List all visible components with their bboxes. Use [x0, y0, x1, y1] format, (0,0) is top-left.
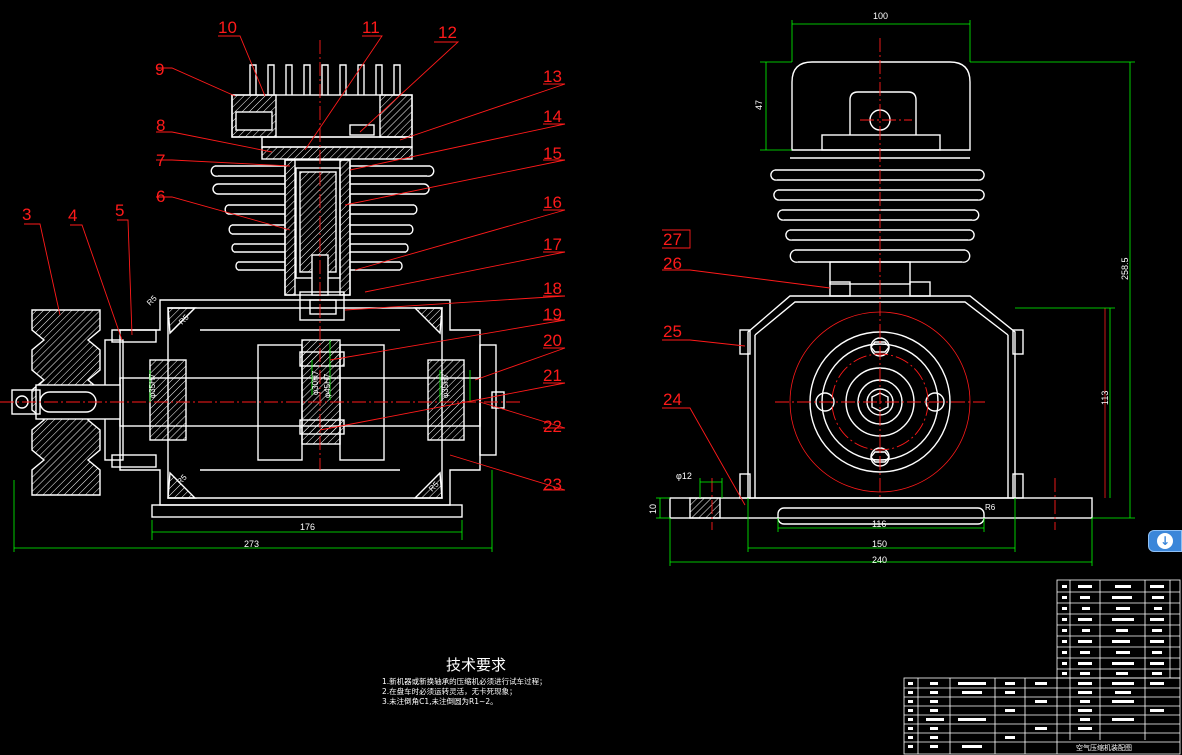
svg-text:240: 240 — [872, 555, 887, 565]
notes-line-3: 3.未注倒角C1,未注倒圆为R1~2。 — [382, 696, 498, 706]
svg-text:20: 20 — [543, 331, 562, 350]
dimensions-right — [656, 20, 1135, 566]
notes-line-1: 1.新机器或新换轴承的压缩机必须进行试车过程； — [382, 676, 547, 686]
centerlines-left — [0, 40, 520, 470]
technical-notes: 技术要求 1.新机器或新换轴承的压缩机必须进行试车过程； 2.在盘车时必须运转灵… — [382, 656, 547, 706]
svg-text:16: 16 — [543, 193, 562, 212]
svg-text:6: 6 — [156, 187, 165, 206]
leader-lines-left — [24, 35, 566, 491]
svg-text:11: 11 — [362, 18, 380, 37]
side-view — [669, 61, 1093, 525]
svg-text:14: 14 — [543, 107, 562, 126]
svg-text:R5: R5 — [145, 293, 159, 307]
svg-text:4: 4 — [68, 206, 77, 225]
svg-text:26: 26 — [663, 254, 682, 273]
svg-text:100: 100 — [873, 11, 888, 21]
svg-text:258.5: 258.5 — [1120, 257, 1130, 280]
svg-text:13: 13 — [543, 67, 562, 86]
svg-text:116: 116 — [872, 519, 886, 529]
svg-text:176: 176 — [300, 522, 315, 532]
front-section-view — [11, 64, 505, 518]
svg-text:113: 113 — [1100, 391, 1110, 405]
svg-text:22: 22 — [543, 417, 562, 436]
svg-text:5: 5 — [115, 201, 124, 220]
svg-text:18: 18 — [543, 279, 562, 298]
part-numbers-left: 10 11 12 9 13 8 14 7 15 6 16 3 4 5 17 18… — [22, 18, 562, 494]
dimensions-left — [13, 340, 493, 552]
cylinder-fins — [210, 165, 435, 271]
svg-text:φ35H7: φ35H7 — [441, 373, 450, 398]
leader-lines-right — [662, 229, 831, 506]
svg-text:R6: R6 — [985, 503, 996, 512]
svg-text:17: 17 — [543, 235, 562, 254]
svg-text:φ35H7: φ35H7 — [148, 373, 157, 398]
svg-text:19: 19 — [543, 305, 562, 324]
drawing-title: 空气压缩机装配图 — [1076, 743, 1132, 752]
svg-text:7: 7 — [156, 151, 165, 170]
part-numbers-right: 27 26 25 24 — [663, 230, 682, 409]
dimension-text-left: 176 273 φ30H7 φ45H7 φ35H7 φ35H7 R5 R5 R5… — [145, 293, 450, 549]
dimension-text-right: 100 47 258.5 113 φ12 10 116 150 240 R6 — [648, 11, 1130, 565]
svg-text:21: 21 — [543, 366, 562, 385]
svg-text:47: 47 — [754, 100, 764, 110]
svg-text:8: 8 — [156, 116, 165, 135]
red-outline-right — [789, 308, 1106, 498]
notes-title: 技术要求 — [446, 656, 506, 674]
scroll-down-button[interactable]: ↓ — [1148, 530, 1182, 552]
svg-text:φ30H7: φ30H7 — [311, 370, 320, 395]
parts-list-cells — [908, 585, 1164, 748]
svg-text:3: 3 — [22, 205, 31, 224]
svg-text:273: 273 — [244, 539, 259, 549]
svg-text:10: 10 — [648, 504, 658, 514]
svg-text:150: 150 — [872, 539, 887, 549]
svg-text:φ12: φ12 — [676, 471, 692, 481]
svg-text:15: 15 — [543, 144, 562, 163]
notes-line-2: 2.在盘车时必须运转灵活，无卡死现象； — [382, 686, 517, 696]
svg-text:10: 10 — [218, 18, 237, 37]
svg-text:12: 12 — [438, 23, 457, 42]
parts-list-table — [903, 579, 1181, 755]
svg-text:φ45H7: φ45H7 — [323, 373, 332, 398]
svg-text:24: 24 — [663, 390, 682, 409]
arrow-down-icon: ↓ — [1157, 533, 1173, 549]
head-fins — [249, 64, 401, 95]
svg-text:9: 9 — [155, 60, 164, 79]
svg-text:25: 25 — [663, 322, 682, 341]
centerlines-right — [711, 38, 1056, 530]
svg-text:27: 27 — [663, 230, 682, 249]
side-fins — [770, 157, 985, 285]
svg-text:23: 23 — [543, 475, 562, 494]
